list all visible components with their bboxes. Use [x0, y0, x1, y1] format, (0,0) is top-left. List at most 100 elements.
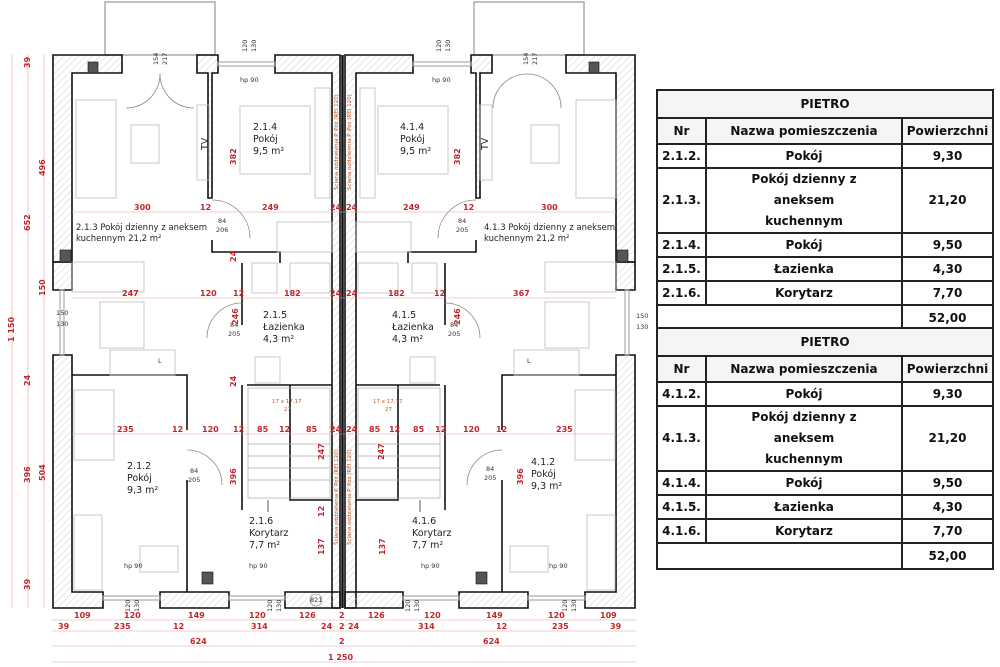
cell-name: Łazienka — [705, 256, 903, 282]
dim-text: 12 — [317, 506, 326, 517]
room-4-1-3-area: kuchennym 21,2 m² — [484, 234, 569, 244]
dim-text: 24 — [330, 425, 342, 434]
stairs-tread-left: 27 — [284, 407, 291, 413]
table-row: 4.1.4. Pokój 9,50 — [656, 470, 994, 496]
dim-text: 120 — [463, 425, 480, 434]
stairs — [247, 387, 441, 512]
dim-text: 85 — [369, 425, 381, 434]
dim-text: 12 — [200, 203, 211, 212]
window-sill-top-right: hp 90 — [432, 76, 451, 84]
room-2-1-2-area: 9,3 m² — [127, 485, 158, 496]
room-labels: 2.1.3 Pokój dzienny z aneksem kuchennym … — [76, 122, 615, 551]
fridge-label-left: L — [158, 357, 162, 365]
dim-text: 1 150 — [7, 317, 16, 342]
room-4-1-5-name: Łazienka — [391, 322, 434, 333]
room-4-1-6-area: 7,7 m² — [412, 540, 443, 551]
balcony-door-width-right: 154 — [522, 53, 530, 65]
cell-name: Korytarz — [705, 280, 903, 306]
annotations: TV TV L L hp 90 hp 90 hp 90 hp 90 hp 90 … — [56, 40, 648, 612]
dim-text: 12 — [173, 622, 184, 631]
room-2-1-6-nr: 2.1.6 — [249, 516, 273, 527]
dim-text: 624 — [190, 637, 207, 646]
level-mark: 821 — [310, 596, 322, 604]
cell-name: Korytarz — [705, 518, 903, 544]
balcony-door-width-left: 154 — [152, 53, 160, 65]
dim-text-total: 1 250 — [328, 653, 353, 662]
dim-text: 85 — [413, 425, 425, 434]
cell-nr: 2.1.3. — [656, 167, 707, 234]
side-window-w-left: 150 — [56, 309, 68, 317]
dim-text: 24 — [346, 203, 358, 212]
room-table-unit-4: PIETRO Nr Nazwa pomieszczenia Powierzchn… — [656, 327, 994, 570]
dim-text: 24 — [346, 425, 358, 434]
cell-nr: 2.1.5. — [656, 256, 707, 282]
door-h-room-left: 205 — [188, 476, 200, 484]
cell-name: Pokój — [705, 470, 903, 496]
dim-text: 120 — [548, 611, 565, 620]
dim-text: 396 — [516, 468, 525, 485]
door-w-living-left: 84 — [218, 217, 226, 225]
room-2-1-3-area: kuchennym 21,2 m² — [76, 234, 161, 244]
dim-text: 396 — [229, 468, 238, 485]
door-w-bath-left: 84 — [230, 321, 238, 329]
window-height-b1: 130 — [133, 600, 141, 612]
dim-text: 120 — [124, 611, 141, 620]
col-header-nr: Nr — [656, 355, 707, 383]
room-4-1-4-nr: 4.1.4 — [400, 122, 424, 133]
stairs-spec-right: 17 x 17,17 — [373, 399, 403, 405]
cell-nr: 2.1.6. — [656, 280, 707, 306]
cell-nr: 4.1.2. — [656, 381, 707, 407]
room-4-1-5-area: 4,3 m² — [392, 334, 423, 345]
door-h-bath-left: 205 — [228, 330, 240, 338]
window-height-top-right: 130 — [444, 40, 452, 52]
dim-text: 249 — [262, 203, 279, 212]
table-row: 2.1.3. Pokój dzienny z aneksem kuchennym… — [656, 167, 994, 234]
total-label-cell — [656, 542, 903, 570]
cell-area: 21,20 — [901, 405, 994, 472]
balcony-door-height-left: 217 — [161, 53, 169, 65]
dim-text: 182 — [388, 289, 405, 298]
dim-text: 300 — [541, 203, 558, 212]
dim-text: 12 — [463, 203, 474, 212]
dim-text: 120 — [200, 289, 217, 298]
window-width-b4: 120 — [561, 600, 569, 612]
dim-text: 39 — [23, 578, 32, 590]
dim-text: 247 — [317, 443, 326, 460]
dim-text: 247 — [377, 443, 386, 460]
cell-area: 7,70 — [901, 518, 994, 544]
window-width-top-left: 120 — [241, 40, 249, 52]
room-4-1-4-name: Pokój — [400, 134, 425, 145]
dim-text: 126 — [368, 611, 385, 620]
col-header-name: Nazwa pomieszczenia — [705, 117, 903, 145]
side-window-h-right: 130 — [636, 323, 648, 331]
window-width-top-right: 120 — [435, 40, 443, 52]
door-h-bath-right: 205 — [448, 330, 460, 338]
room-2-1-5-name: Łazienka — [262, 322, 305, 333]
table-row: 4.1.3. Pokój dzienny z aneksem kuchennym… — [656, 405, 994, 472]
table-row: 2.1.5. Łazienka 4,30 — [656, 256, 994, 282]
cell-area: 9,30 — [901, 381, 994, 407]
dim-text: 382 — [229, 148, 238, 165]
dim-text: 85 — [306, 425, 318, 434]
cell-area: 4,30 — [901, 494, 994, 520]
dim-text: 12 — [233, 289, 244, 298]
dim-text: 12 — [279, 425, 290, 434]
dim-text: 24 — [346, 289, 358, 298]
chimneys — [59, 61, 629, 585]
dim-text: 137 — [378, 538, 387, 555]
dim-text: 235 — [556, 425, 573, 434]
dim-text: 120 — [202, 425, 219, 434]
room-4-1-5-nr: 4.1.5 — [392, 310, 416, 321]
window-width-b2: 120 — [266, 600, 274, 612]
window-height-b2: 130 — [275, 600, 283, 612]
dim-text: 249 — [403, 203, 420, 212]
dim-text: 314 — [251, 622, 268, 631]
table-row: 4.1.2. Pokój 9,30 — [656, 381, 994, 407]
dim-text: 624 — [483, 637, 500, 646]
room-2-1-5-area: 4,3 m² — [263, 334, 294, 345]
room-2-1-4-name: Pokój — [253, 134, 278, 145]
cell-name: Pokój — [705, 143, 903, 169]
cell-name: Łazienka — [705, 494, 903, 520]
dim-text: 496 — [38, 159, 47, 176]
cell-nr: 4.1.5. — [656, 494, 707, 520]
